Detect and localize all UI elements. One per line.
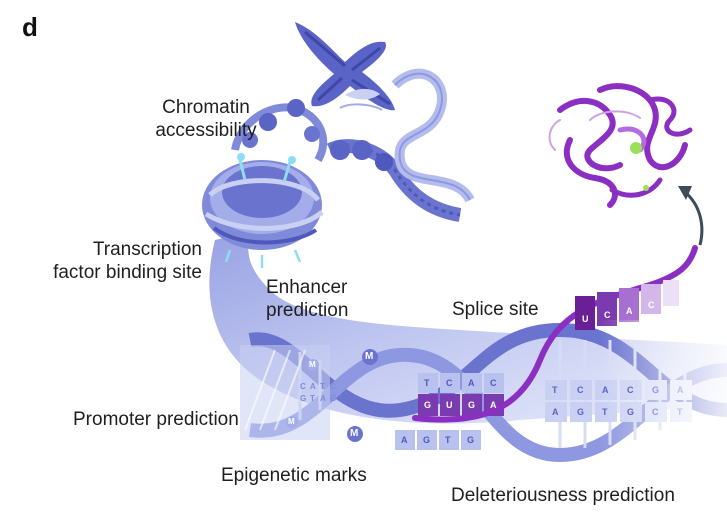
base-bottom-4: G	[467, 435, 475, 445]
base-right-top-5: G	[652, 385, 660, 395]
promoter-region	[240, 345, 330, 440]
label-chromatin-accessibility: Chromatin accessibility	[155, 97, 257, 141]
nucleosome	[202, 153, 324, 268]
base-top-4: C	[490, 378, 497, 388]
base-prom-bottom-2: T	[310, 394, 315, 403]
rna-strand	[412, 245, 698, 423]
base-right-bottom-2: G	[577, 407, 585, 417]
splice-bars	[575, 280, 679, 330]
base-top-1: T	[424, 378, 430, 388]
methyl-mark-2	[347, 426, 363, 442]
base-right-top-4: C	[627, 385, 634, 395]
base-bottom-3: T	[445, 435, 451, 445]
base-prom-top-2: A	[310, 382, 316, 391]
rna-mid-blocks	[418, 394, 504, 416]
base-bottom-2: G	[423, 435, 431, 445]
base-splice-3: A	[626, 306, 633, 316]
base-right-bottom-4: G	[627, 407, 635, 417]
methyl-mark-1	[362, 349, 378, 365]
base-prom-bottom-4: G	[330, 394, 337, 403]
base-prom-bottom-3: A	[320, 394, 326, 403]
base-top-2: C	[446, 378, 453, 388]
methyl-label-1: M	[365, 351, 374, 362]
base-right-bottom-3: T	[602, 407, 608, 417]
dna-bottom-blocks	[395, 430, 481, 450]
protein-structure	[548, 83, 693, 208]
base-mid-2: U	[446, 400, 453, 410]
base-splice-1: U	[582, 314, 589, 324]
base-right-bottom-1: A	[552, 407, 559, 417]
label-epigenetic-marks: Epigenetic marks	[221, 465, 367, 486]
methyl-mark-4	[286, 416, 298, 428]
dna-top-blocks	[418, 373, 504, 393]
base-prom-top-1: C	[300, 382, 306, 391]
base-prom-bottom-1: G	[300, 394, 307, 403]
arrow-to-protein	[683, 190, 704, 246]
base-prom-top-4: C	[330, 382, 336, 391]
base-splice-4: C	[648, 300, 655, 310]
base-mid-3: G	[468, 400, 476, 410]
base-right-top-2: C	[577, 385, 584, 395]
base-mid-4: A	[490, 400, 497, 410]
methyl-label-4: M	[288, 417, 295, 426]
base-right-top-6: A	[677, 385, 684, 395]
label-transcription-factor-binding-site: Transcription factor binding site	[53, 239, 202, 283]
base-right-top-3: A	[602, 385, 609, 395]
base-right-top-1: T	[552, 385, 558, 395]
base-splice-2: C	[604, 310, 611, 320]
chromosome	[295, 22, 395, 111]
label-promoter-prediction: Promoter prediction	[73, 409, 239, 430]
base-prom-top-3: T	[320, 382, 325, 391]
base-right-bottom-5: C	[652, 407, 659, 417]
label-deleteriousness-prediction: Deleteriousness prediction	[451, 485, 675, 506]
label-splice-site: Splice site	[452, 299, 539, 320]
panel-letter: d	[22, 12, 38, 42]
base-right-bottom-6: T	[677, 407, 683, 417]
base-mid-1: G	[424, 400, 432, 410]
methylation-marks	[286, 349, 378, 442]
methyl-label-3: M	[309, 360, 316, 369]
chromatin-tail-shape	[209, 232, 727, 424]
label-enhancer-prediction: Enhancer prediction	[266, 277, 349, 321]
chromatin-fiber	[231, 68, 475, 222]
methyl-mark-3	[307, 359, 319, 371]
methyl-label-2: M	[350, 428, 359, 439]
base-top-3: A	[468, 378, 475, 388]
base-bottom-1: A	[401, 435, 408, 445]
